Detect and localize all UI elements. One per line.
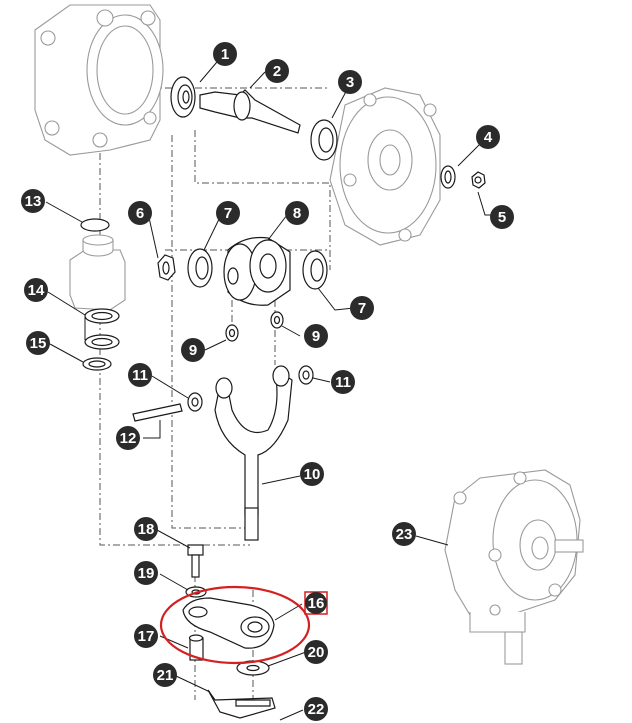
nut-6 <box>157 254 176 281</box>
callout-16[interactable]: 16 <box>304 591 328 615</box>
worm-gear-8 <box>223 236 291 306</box>
nut-5 <box>471 171 486 189</box>
washer-20 <box>236 660 270 676</box>
callout-22[interactable]: 22 <box>304 697 328 721</box>
pitman-arm-16 <box>182 597 275 649</box>
callout-18[interactable]: 18 <box>134 517 158 541</box>
svg-text:11: 11 <box>132 367 148 384</box>
svg-text:19: 19 <box>138 565 155 582</box>
gear-housing <box>34 4 164 156</box>
bearing-3 <box>310 119 338 161</box>
callout-23[interactable]: 23 <box>392 522 416 546</box>
svg-text:9: 9 <box>312 328 320 345</box>
yoke-shaft-10 <box>214 365 293 541</box>
input-shaft-2 <box>199 89 301 134</box>
svg-text:7: 7 <box>224 205 232 222</box>
callout-14[interactable]: 14 <box>24 278 48 302</box>
callout-11b[interactable]: 11 <box>331 370 355 394</box>
svg-text:11: 11 <box>335 374 351 391</box>
callout-3[interactable]: 3 <box>338 70 362 94</box>
callout-12[interactable]: 12 <box>116 426 140 450</box>
svg-text:23: 23 <box>396 526 413 543</box>
svg-text:7: 7 <box>358 300 366 317</box>
spacer-17 <box>188 634 204 661</box>
bushing-11b <box>298 365 314 385</box>
svg-text:5: 5 <box>498 209 506 226</box>
svg-text:16: 16 <box>308 595 325 612</box>
callout-9a[interactable]: 9 <box>181 338 205 362</box>
nut-22 <box>235 699 271 707</box>
svg-text:3: 3 <box>346 74 354 91</box>
callout-20[interactable]: 20 <box>304 640 328 664</box>
bearing-1 <box>170 76 196 118</box>
gearbox-assembly-23 <box>444 469 584 665</box>
leader-lines <box>45 55 500 721</box>
callout-21[interactable]: 21 <box>153 663 177 687</box>
callout-13[interactable]: 13 <box>21 189 45 213</box>
bearing-7a <box>187 248 213 288</box>
svg-text:18: 18 <box>138 521 155 538</box>
callout-15[interactable]: 15 <box>26 331 50 355</box>
svg-text:1: 1 <box>221 46 229 63</box>
callout-8[interactable]: 8 <box>285 201 309 225</box>
pin-12 <box>132 403 183 422</box>
svg-text:22: 22 <box>308 701 325 718</box>
bearing-14 <box>84 308 120 350</box>
callout-1[interactable]: 1 <box>213 42 237 66</box>
seal-4 <box>440 165 456 189</box>
svg-text:10: 10 <box>304 466 321 483</box>
callout-9b[interactable]: 9 <box>304 324 328 348</box>
svg-text:2: 2 <box>273 63 281 80</box>
svg-text:17: 17 <box>138 628 155 645</box>
washer-9b <box>270 311 284 329</box>
highlight-ellipse <box>159 585 311 665</box>
callout-11a[interactable]: 11 <box>128 363 152 387</box>
svg-text:12: 12 <box>120 430 137 447</box>
bolt-18 <box>187 544 204 578</box>
callout-7b[interactable]: 7 <box>350 296 374 320</box>
callout-10[interactable]: 10 <box>300 462 324 486</box>
svg-text:14: 14 <box>28 282 45 299</box>
svg-text:9: 9 <box>189 342 197 359</box>
callout-7a[interactable]: 7 <box>216 201 240 225</box>
callout-4[interactable]: 4 <box>476 125 500 149</box>
seal-15 <box>82 357 112 371</box>
callouts: 1 2 3 4 5 6 7 7 8 9 9 10 11 11 12 13 14 … <box>21 42 514 721</box>
side-cover <box>329 87 441 246</box>
bearing-7b <box>302 250 328 290</box>
svg-text:4: 4 <box>484 129 493 146</box>
washer-9a <box>225 324 239 342</box>
callout-2[interactable]: 2 <box>265 59 289 83</box>
bearing-block <box>69 234 126 311</box>
callout-19[interactable]: 19 <box>134 561 158 585</box>
svg-text:8: 8 <box>293 205 301 222</box>
svg-text:20: 20 <box>308 644 325 661</box>
callout-17[interactable]: 17 <box>134 624 158 648</box>
svg-text:15: 15 <box>30 335 47 352</box>
o-ring-13 <box>80 218 110 232</box>
svg-text:21: 21 <box>157 667 174 684</box>
svg-text:13: 13 <box>25 193 42 210</box>
callout-5[interactable]: 5 <box>490 205 514 229</box>
bushing-11a <box>187 392 203 412</box>
callout-6[interactable]: 6 <box>128 201 152 225</box>
svg-text:6: 6 <box>136 205 144 222</box>
